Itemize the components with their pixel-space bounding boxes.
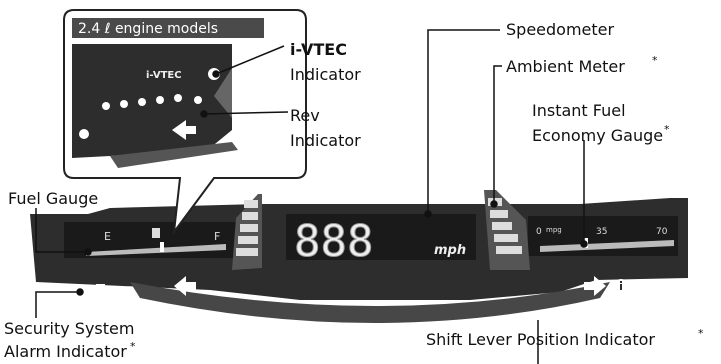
ambient-meter-label: Ambient Meter <box>506 57 625 76</box>
fuel-full-mark: F <box>214 230 220 243</box>
speedometer-label: Speedometer <box>506 20 614 39</box>
callout-bubble: 2.4 ℓ engine models i-VTEC <box>63 9 307 236</box>
instant-fuel-label-line1: Instant Fuel <box>532 101 626 120</box>
fuel-gauge-label: Fuel Gauge <box>8 189 98 208</box>
low-fuel-icon <box>96 284 105 296</box>
callout-header: 2.4 ℓ engine models <box>78 21 218 37</box>
right-turn-signal-icon <box>584 276 606 296</box>
leader-lines <box>35 29 588 364</box>
shift-lever-asterisk: * <box>698 327 704 340</box>
security-label-line2: Alarm Indicator <box>4 342 127 361</box>
svg-text:70: 70 <box>656 227 668 237</box>
ivtec-label-title: i-VTEC <box>290 40 347 59</box>
fuel-pump-icon <box>152 228 160 238</box>
ambient-asterisk: * <box>652 54 658 67</box>
svg-text:0: 0 <box>536 227 542 237</box>
fuel-empty-mark: E <box>104 230 111 243</box>
callout-left-arrow-icon <box>172 120 196 140</box>
svg-text:mpg: mpg <box>546 226 562 234</box>
rev-indicator-lights <box>102 94 202 110</box>
rev-label-sub: Indicator <box>290 131 361 150</box>
security-label-line1: Security System <box>4 319 134 338</box>
speedometer-window <box>286 214 476 260</box>
instant-fuel-asterisk: * <box>664 123 670 136</box>
dash-panel: E F 888 mph 0 mpg 35 70 <box>30 190 688 323</box>
speedometer-digits: 888 <box>294 216 373 267</box>
speed-unit: mph <box>434 243 466 258</box>
shift-lever-label: Shift Lever Position Indicator <box>426 330 655 349</box>
instant-fuel-label-line2: Economy Gauge <box>532 126 663 145</box>
left-ambient-column <box>232 194 262 270</box>
rev-label-title: Rev <box>290 106 320 125</box>
security-asterisk: * <box>130 340 136 353</box>
ivtec-label-sub: Indicator <box>290 65 361 84</box>
svg-text:35: 35 <box>596 227 607 237</box>
callout-ivtec-badge: i-VTEC <box>146 70 182 81</box>
callout-header-bg <box>72 18 264 38</box>
fuel-gauge: E F <box>86 228 226 256</box>
left-turn-signal-icon <box>174 276 196 296</box>
